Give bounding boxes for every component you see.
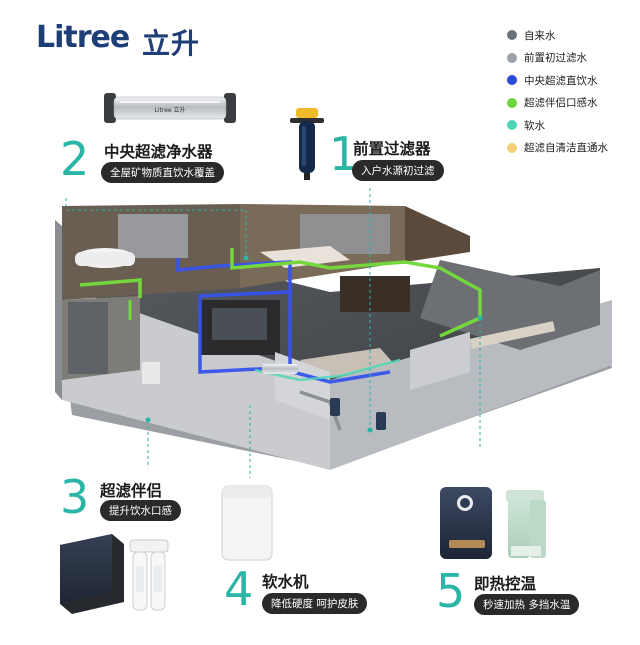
legend-item-tap-water: 自来水 bbox=[507, 24, 637, 47]
legend-item-prefilter-water: 前置初过滤水 bbox=[507, 47, 637, 70]
washing-machine bbox=[142, 362, 160, 384]
brand-logo-en: Litree bbox=[36, 20, 130, 55]
legend-item-soft-water: 软水 bbox=[507, 114, 637, 137]
feature-5-subtitle: 秒速加热 多挡水温 bbox=[474, 594, 580, 615]
legend-dot bbox=[507, 52, 517, 63]
brand-logo-cn: 立升 bbox=[142, 27, 201, 60]
legend-dot bbox=[507, 30, 517, 41]
leader-dots bbox=[145, 255, 483, 433]
pipe-partner-water bbox=[79, 278, 142, 298]
product-uf-partner bbox=[60, 534, 169, 614]
legend-item-uf-direct-water: 中央超滤直饮水 bbox=[507, 69, 637, 92]
kitchen-wall bbox=[405, 206, 470, 262]
bathroom-window bbox=[118, 214, 188, 258]
legend-label: 软水 bbox=[524, 119, 545, 132]
product-dispenser-dark bbox=[440, 487, 492, 559]
feature-5-number: 5 bbox=[436, 564, 466, 618]
feature-3-title: 超滤伴侣 bbox=[100, 482, 163, 500]
feature-2-number: 2 bbox=[60, 132, 90, 186]
legend-label: 前置初过滤水 bbox=[524, 52, 587, 65]
product-prefilter bbox=[290, 108, 324, 180]
floor-uf-unit bbox=[262, 364, 298, 374]
product-softener bbox=[221, 485, 273, 561]
feature-5-title: 即热控温 bbox=[474, 575, 537, 593]
feature-1-subtitle: 入户水源初过滤 bbox=[352, 160, 444, 181]
kitchen-cabinet bbox=[340, 276, 410, 312]
wardrobe bbox=[68, 302, 108, 374]
feature-3-number: 3 bbox=[60, 470, 90, 524]
feature-3-subtitle: 提升饮水口感 bbox=[100, 500, 181, 521]
leader-lines bbox=[65, 188, 481, 478]
legend-dot bbox=[507, 75, 517, 86]
legend-label: 自来水 bbox=[524, 29, 556, 42]
leader-2 bbox=[65, 198, 247, 258]
legend-dot bbox=[507, 120, 517, 131]
legend-label: 中央超滤直饮水 bbox=[524, 74, 598, 87]
legend: 自来水 前置初过滤水 中央超滤直饮水 超滤伴侣口感水 软水 超滤自清洁直通水 bbox=[507, 24, 637, 159]
partition-right bbox=[410, 332, 470, 390]
uf-unit-label: Litree 立升 bbox=[155, 106, 186, 114]
feature-1-title: 前置过滤器 bbox=[353, 140, 431, 158]
legend-label: 超滤自清洁直通水 bbox=[524, 142, 608, 155]
product-central-uf bbox=[104, 93, 236, 123]
house-left-wall bbox=[55, 220, 62, 400]
product-dispenser-mint bbox=[506, 490, 546, 558]
feature-2-title: 中央超滤净水器 bbox=[104, 143, 213, 161]
legend-item-partner-water: 超滤伴侣口感水 bbox=[507, 92, 637, 115]
legend-dot bbox=[507, 142, 517, 153]
legend-dot bbox=[507, 97, 517, 108]
feature-4-title: 软水机 bbox=[262, 573, 309, 591]
feature-2-subtitle: 全屋矿物质直饮水覆盖 bbox=[101, 162, 224, 183]
feature-4-subtitle: 降低硬度 呵护皮肤 bbox=[262, 593, 368, 614]
feature-4-number: 4 bbox=[224, 562, 254, 616]
pipe-ultrafiltration bbox=[176, 258, 391, 384]
legend-label: 超滤伴侣口感水 bbox=[524, 97, 598, 110]
legend-item-self-clean-water: 超滤自清洁直通水 bbox=[507, 137, 637, 160]
tv-screen bbox=[212, 308, 267, 340]
dining-table bbox=[469, 321, 556, 349]
floor-prefilter bbox=[330, 398, 340, 416]
